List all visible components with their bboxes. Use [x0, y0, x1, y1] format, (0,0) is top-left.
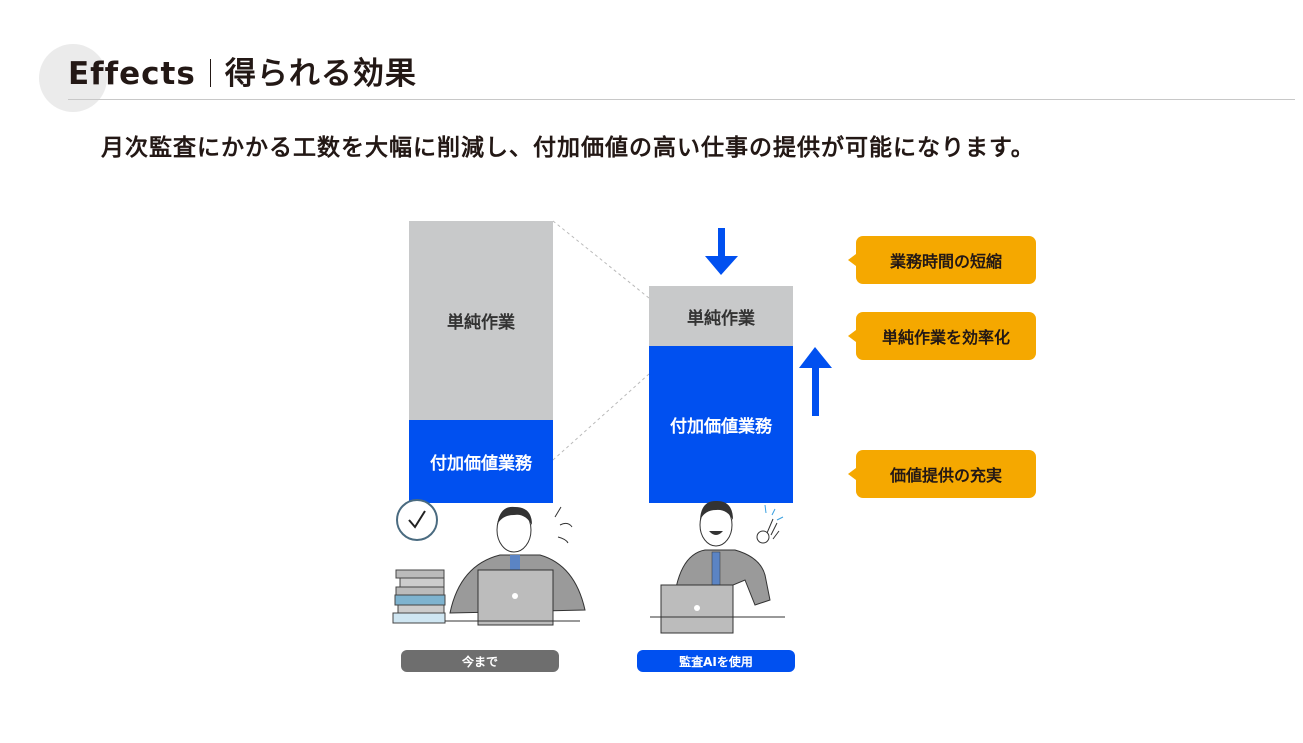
page-title: Effects 得られる効果	[68, 48, 417, 93]
callout-efficiency: 単純作業を効率化	[848, 312, 1036, 360]
down-arrow-icon	[705, 228, 738, 275]
after-simple-work-bar: 単純作業	[649, 286, 793, 346]
up-arrow-icon	[799, 347, 832, 416]
title-ja: 得られる効果	[224, 56, 417, 92]
stressed-worker-illustration	[392, 499, 586, 626]
clock-icon	[396, 499, 438, 541]
title-separator	[209, 59, 211, 87]
callout-value-delivery: 価値提供の充実	[848, 450, 1036, 498]
dashed-connector-top	[552, 220, 650, 299]
dashed-connector-bottom	[552, 373, 650, 461]
title-en: Effects	[68, 56, 196, 92]
decorative-circle	[39, 44, 107, 112]
happy-worker-illustration	[650, 500, 785, 634]
after-value-work-bar: 付加価値業務	[649, 346, 793, 503]
books-stack-icon	[392, 569, 446, 624]
lead-text: 月次監査にかかる工数を大幅に削減し、付加価値の高い仕事の提供が可能になります。	[101, 135, 1035, 161]
ok-hand-icon	[756, 518, 780, 544]
before-label-tag: 今まで	[401, 650, 559, 672]
before-value-work-bar: 付加価値業務	[409, 420, 553, 503]
callout-time-reduction: 業務時間の短縮	[848, 236, 1036, 284]
header-divider	[68, 99, 1295, 100]
after-label-tag: 監査AIを使用	[637, 650, 795, 672]
before-simple-work-bar: 単純作業	[409, 221, 553, 420]
